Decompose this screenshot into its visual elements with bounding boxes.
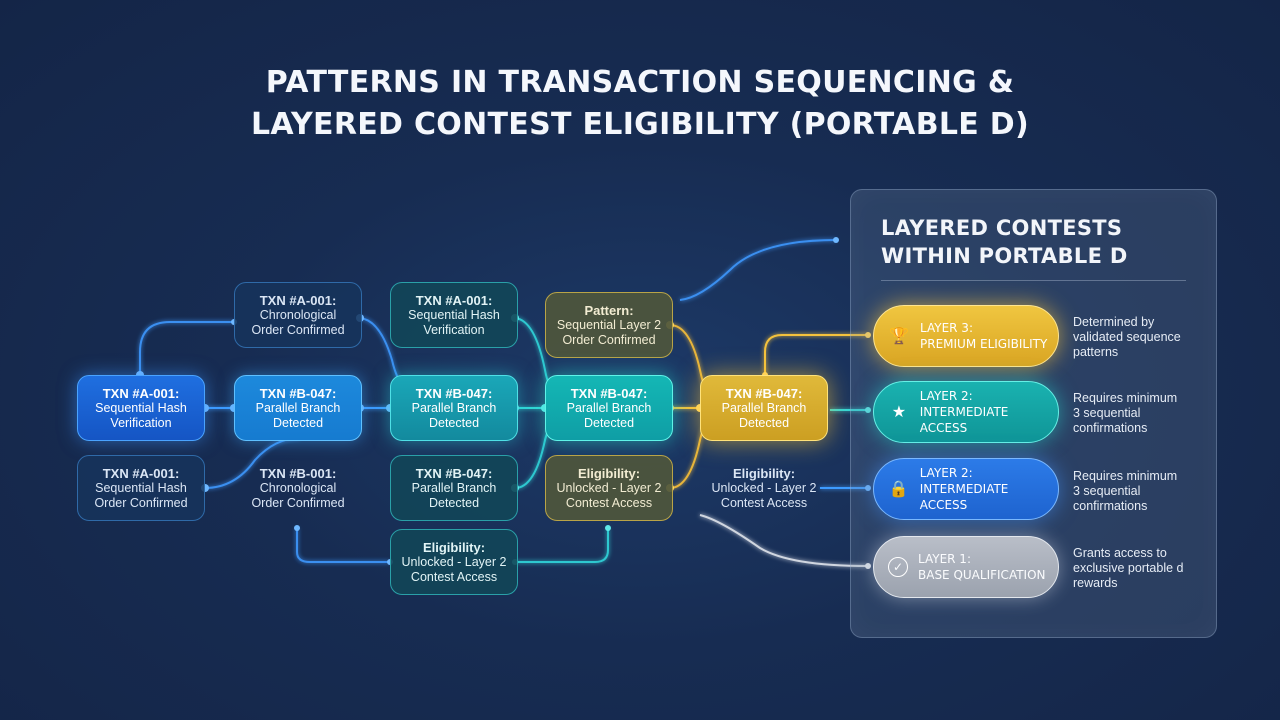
node-line: Parallel Branch [411,400,497,415]
layer-name: BASE QUALIFICATION [918,568,1046,582]
node-txn-b047-parallel-2[interactable]: TXN #B-047: Parallel Branch Detected [390,375,518,441]
node-heading: Eligibility: [577,465,641,481]
node-eligibility-unlocked-2[interactable]: Eligibility: Unlocked - Layer 2 Contest … [545,455,673,521]
layer-2a-description: Requires minimum 3 sequential confirmati… [1073,391,1213,436]
node-txn-b047-parallel-1[interactable]: TXN #B-047: Parallel Branch Detected [234,375,362,441]
node-txn-a001-chronological[interactable]: TXN #A-001: Chronological Order Confirme… [234,282,362,348]
node-txn-b047-parallel-5[interactable]: TXN #B-047: Parallel Branch Detected [700,375,828,441]
node-txn-b047-parallel-4[interactable]: TXN #B-047: Parallel Branch Detected [545,375,673,441]
trophy-icon: 🏆 [889,326,909,345]
lock-icon: 🔒 [888,479,909,498]
node-line: Sequential Hash [95,400,187,415]
layer-name: INTERMEDIATE ACCESS [919,482,1009,512]
node-line: Order Confirmed [251,495,345,510]
node-eligibility-unlocked-1[interactable]: Eligibility: Unlocked - Layer 2 Contest … [390,529,518,595]
node-line: Detected [738,415,790,430]
node-heading: TXN #B-047: [259,385,337,401]
desc-line: confirmations [1073,421,1148,435]
check-circle-icon: ✓ [888,557,908,577]
panel-title-line-2: WITHIN PORTABLE D [881,244,1128,268]
desc-line: patterns [1073,345,1119,359]
layer-label: LAYER 2: [919,466,973,480]
layer-label: LAYER 3: [920,321,973,335]
node-line: Parallel Branch [566,400,652,415]
node-line: Contest Access [720,495,808,510]
node-line: Verification [423,322,485,337]
layer-2-intermediate-access-a[interactable]: ★ LAYER 2: INTERMEDIATE ACCESS [873,381,1059,443]
node-line: Order Confirmed [94,495,188,510]
node-line: Contest Access [565,495,653,510]
node-heading: TXN #B-047: [725,385,803,401]
page-title: PATTERNS IN TRANSACTION SEQUENCING & LAY… [0,62,1280,146]
desc-line: 3 sequential [1073,484,1141,498]
node-txn-a001-hash-verification[interactable]: TXN #A-001: Sequential Hash Verification [77,375,205,441]
layer-2b-description: Requires minimum 3 sequential confirmati… [1073,469,1213,514]
title-line-1: PATTERNS IN TRANSACTION SEQUENCING & [265,65,1015,100]
star-icon: ★ [891,402,907,421]
desc-line: confirmations [1073,499,1148,513]
layer-name: INTERMEDIATE ACCESS [919,405,1009,435]
node-line: Detected [272,415,324,430]
node-heading: Pattern: [584,302,634,318]
panel-title: LAYERED CONTESTS WITHIN PORTABLE D [881,214,1128,270]
layer-3-premium-eligibility[interactable]: 🏆 LAYER 3: PREMIUM ELIGIBILITY [873,305,1059,367]
desc-line: validated sequence [1073,330,1181,344]
node-line: Parallel Branch [255,400,341,415]
layer-3-description: Determined by validated sequence pattern… [1073,315,1213,360]
node-line: Verification [110,415,172,430]
node-line: Detected [428,495,480,510]
node-line: Unlocked - Layer 2 [711,480,817,495]
node-heading: TXN #A-001: [102,465,180,481]
desc-line: Grants access to [1073,546,1167,560]
desc-line: 3 sequential [1073,406,1141,420]
node-heading: TXN #A-001: [415,292,493,308]
node-line: Unlocked - Layer 2 [401,554,507,569]
node-line: Unlocked - Layer 2 [556,480,662,495]
node-txn-a001-hash-verification-2[interactable]: TXN #A-001: Sequential Hash Verification [390,282,518,348]
node-line: Contest Access [410,569,498,584]
node-heading: TXN #A-001: [102,385,180,401]
node-txn-b047-parallel-3[interactable]: TXN #B-047: Parallel Branch Detected [390,455,518,521]
node-pattern-sequential-layer2[interactable]: Pattern: Sequential Layer 2 Order Confir… [545,292,673,358]
layer-name: PREMIUM ELIGIBILITY [920,337,1048,351]
node-line: Chronological [259,480,337,495]
layer-label: LAYER 2: [919,389,973,403]
node-heading: TXN #B-047: [415,465,493,481]
desc-line: rewards [1073,576,1118,590]
desc-line: Requires minimum [1073,469,1178,483]
node-txn-b001-chronological[interactable]: TXN #B-001: Chronological Order Confirme… [234,455,362,521]
node-heading: TXN #B-047: [570,385,648,401]
desc-line: exclusive portable d [1073,561,1184,575]
node-line: Detected [583,415,635,430]
node-line: Sequential Hash [408,307,500,322]
node-eligibility-unlocked-3[interactable]: Eligibility: Unlocked - Layer 2 Contest … [700,455,828,521]
layer-2-intermediate-access-b[interactable]: 🔒 LAYER 2: INTERMEDIATE ACCESS [873,458,1059,520]
title-line-2: LAYERED CONTEST ELIGIBILITY (PORTABLE D) [250,107,1030,142]
layer-label: LAYER 1: [918,552,971,566]
node-heading: TXN #B-001: [259,465,337,481]
node-txn-a001-hash-order[interactable]: TXN #A-001: Sequential Hash Order Confir… [77,455,205,521]
panel-divider [881,280,1186,281]
node-heading: TXN #A-001: [259,292,337,308]
node-heading: TXN #B-047: [415,385,493,401]
node-line: Detected [428,415,480,430]
node-line: Parallel Branch [721,400,807,415]
node-line: Sequential Layer 2 [556,317,662,332]
node-heading: Eligibility: [732,465,796,481]
layer-1-description: Grants access to exclusive portable d re… [1073,546,1213,591]
desc-line: Determined by [1073,315,1155,329]
node-line: Order Confirmed [251,322,345,337]
node-line: Sequential Hash [95,480,187,495]
node-heading: Eligibility: [422,539,486,555]
layered-contests-panel: LAYERED CONTESTS WITHIN PORTABLE D 🏆 LAY… [850,189,1217,638]
panel-title-line-1: LAYERED CONTESTS [881,216,1123,240]
layer-1-base-qualification[interactable]: ✓ LAYER 1: BASE QUALIFICATION [873,536,1059,598]
node-line: Chronological [259,307,337,322]
node-line: Order Confirmed [562,332,656,347]
node-line: Parallel Branch [411,480,497,495]
desc-line: Requires minimum [1073,391,1178,405]
